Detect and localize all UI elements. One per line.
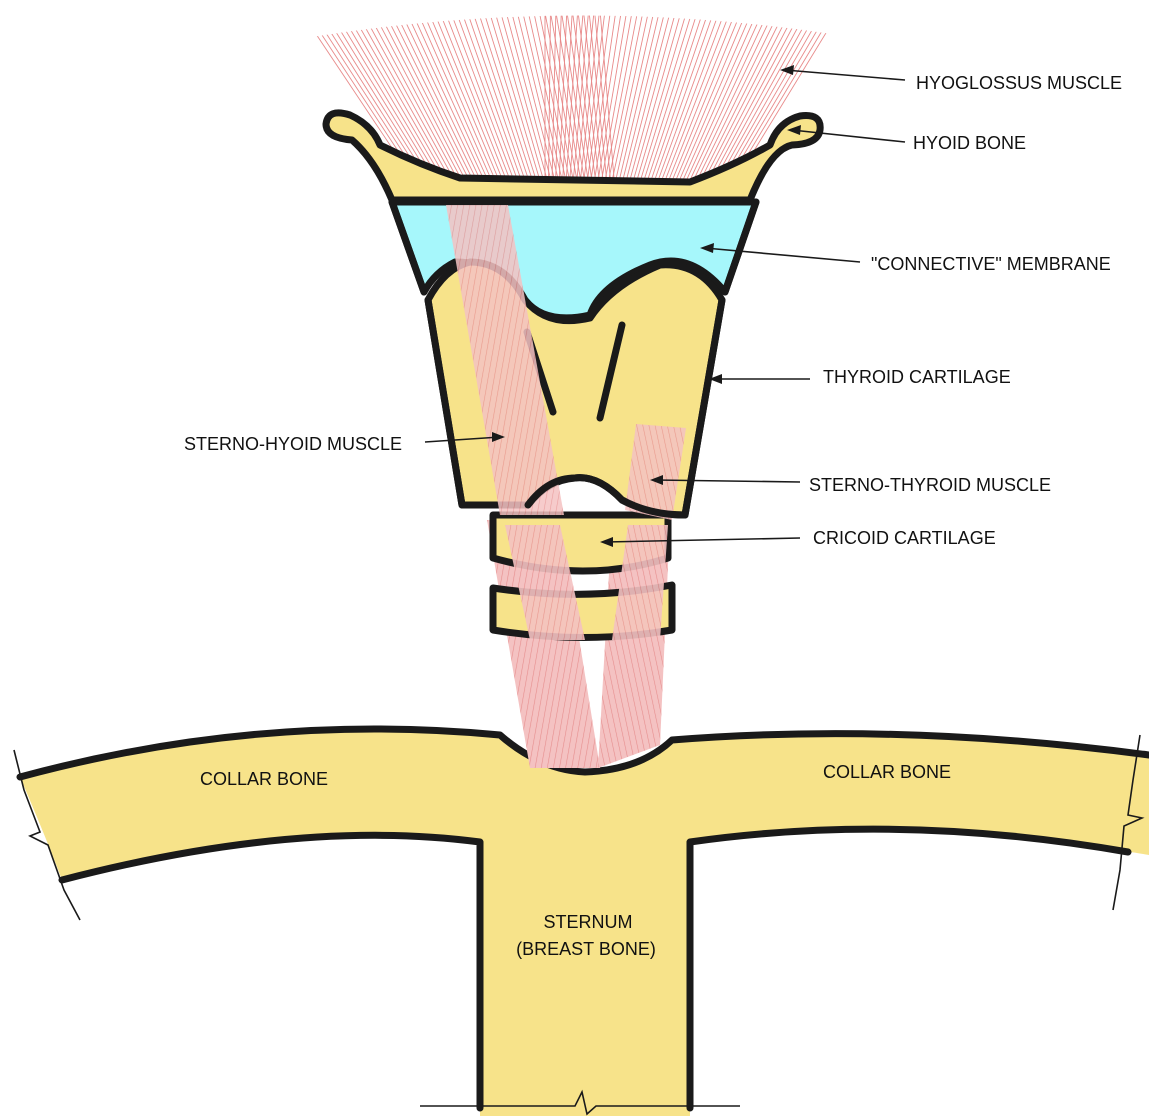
cricoid-cartilage bbox=[493, 515, 672, 640]
label-hyoid-bone: HYOID BONE bbox=[913, 133, 1026, 153]
hyoglossus-fibre bbox=[665, 10, 736, 190]
label-sterno-hyoid-muscle: STERNO-HYOID MUSCLE bbox=[184, 434, 402, 454]
label-breast-bone: (BREAST BONE) bbox=[516, 939, 656, 959]
hyoglossus-fibre bbox=[444, 10, 513, 190]
hyoglossus-fibre bbox=[624, 10, 671, 190]
label-thyroid-cartilage: THYROID CARTILAGE bbox=[823, 367, 1011, 387]
hyoglossus-fibre bbox=[439, 10, 510, 190]
label-sternum: STERNUM bbox=[544, 912, 633, 932]
label-cricoid-cartilage: CRICOID CARTILAGE bbox=[813, 528, 996, 548]
label-collar-bone-right: COLLAR BONE bbox=[823, 762, 951, 782]
label-collar-bone-left: COLLAR BONE bbox=[200, 769, 328, 789]
hyoglossus-fibre bbox=[641, 10, 698, 190]
hyoglossus-fibre bbox=[433, 10, 506, 190]
hyoglossus-fibre bbox=[461, 10, 525, 190]
label-sterno-thyroid-muscle: STERNO-THYROID MUSCLE bbox=[809, 475, 1051, 495]
hyoglossus-fibre bbox=[539, 10, 575, 190]
hyoglossus-fibre bbox=[638, 10, 693, 190]
left-collar-bone-bottom-outline bbox=[62, 835, 480, 1108]
label-connective-membrane: "CONNECTIVE" MEMBRANE bbox=[871, 254, 1111, 274]
hyoglossus-fibre bbox=[478, 10, 536, 190]
hyoglossus-fibre bbox=[489, 10, 543, 190]
right-collar-bone-bottom-outline bbox=[690, 829, 1128, 1108]
hyoglossus-fibre bbox=[506, 10, 554, 190]
hyoid-bone bbox=[326, 113, 820, 200]
hyoglossus-fibre bbox=[648, 10, 709, 190]
hyoglossus-fibre bbox=[603, 10, 638, 190]
hyoglossus-fibre bbox=[658, 10, 725, 190]
label-hyoglossus-muscle: HYOGLOSSUS MUSCLE bbox=[916, 73, 1122, 93]
hyoglossus-fibre bbox=[614, 10, 655, 190]
hyoglossus-fibre bbox=[627, 10, 676, 190]
